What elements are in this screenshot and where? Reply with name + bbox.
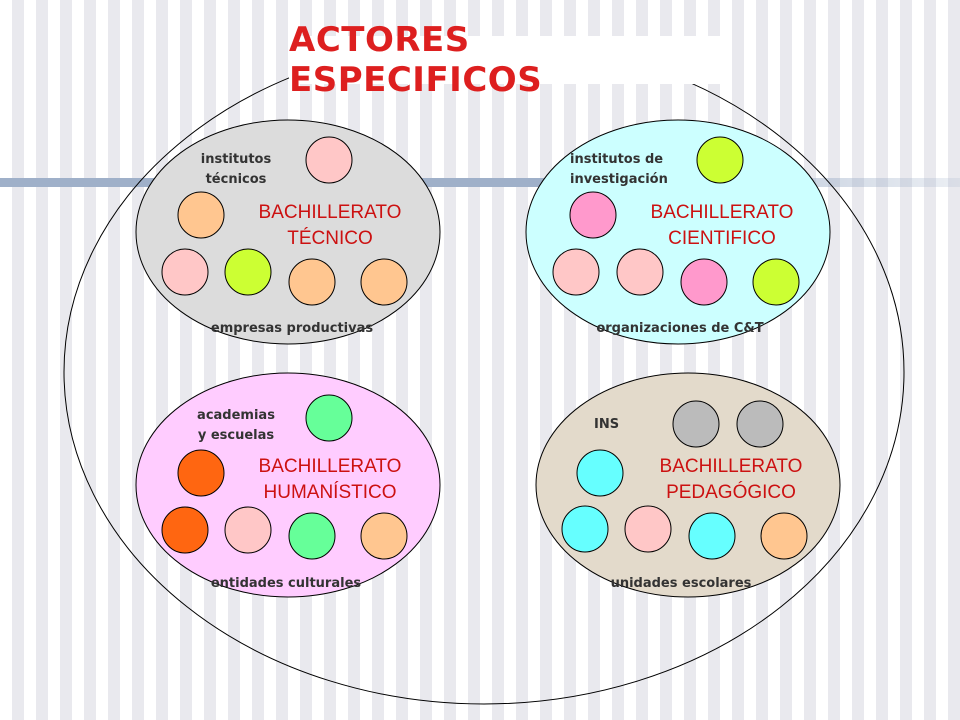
top-label-line1: academias <box>197 408 275 423</box>
actor-circle <box>161 248 209 296</box>
group-title-line1: BACHILLERATO <box>660 456 803 477</box>
group-title-line2: TÉCNICO <box>287 228 373 249</box>
bottom-label: unidades escolares <box>611 576 752 591</box>
group-humanistico: academias y escuelas BACHILLERATO HUMANÍ… <box>135 372 441 598</box>
top-label-line1: INS <box>594 417 619 432</box>
actor-circle <box>177 449 225 497</box>
actor-circle <box>672 400 720 448</box>
top-label-line1: institutos de <box>570 152 663 167</box>
outer-ellipse <box>63 39 905 705</box>
page-title: ACTORES ESPECIFICOS <box>289 20 543 100</box>
bottom-label: empresas productivas <box>211 321 374 336</box>
actor-circle <box>360 512 408 560</box>
top-label-line2: y escuelas <box>198 428 275 443</box>
decorative-header-bar <box>0 178 960 187</box>
top-label-line1: institutos <box>201 152 272 167</box>
top-label-line2: técnicos <box>206 172 267 187</box>
actor-circle <box>161 506 209 554</box>
actor-circle <box>305 136 353 184</box>
actor-circle <box>624 505 672 553</box>
actor-circle <box>576 449 624 497</box>
group-pedagogico: INS BACHILLERATO PEDAGÓGICO unidades esc… <box>535 372 841 598</box>
actor-circle <box>688 512 736 560</box>
actor-circle <box>680 258 728 306</box>
bottom-label: organizaciones de C&T <box>596 321 763 336</box>
actor-circle <box>616 248 664 296</box>
actor-circle <box>288 258 336 306</box>
top-label-line2: investigación <box>570 172 668 187</box>
actor-circle <box>696 136 744 184</box>
actor-circle <box>552 248 600 296</box>
actor-circle <box>177 191 225 239</box>
actor-circle <box>360 258 408 306</box>
actor-circle <box>288 512 336 560</box>
group-title-line1: BACHILLERATO <box>259 456 402 477</box>
group-title-line2: PEDAGÓGICO <box>666 481 796 503</box>
actor-circle <box>305 394 353 442</box>
bottom-label: entidades culturales <box>211 576 362 591</box>
actor-circle <box>736 400 784 448</box>
group-title-line1: BACHILLERATO <box>259 202 402 223</box>
group-title-line2: HUMANÍSTICO <box>264 482 397 503</box>
actor-circle <box>569 191 617 239</box>
actor-circle <box>224 506 272 554</box>
actor-circle <box>760 512 808 560</box>
actor-circle <box>224 248 272 296</box>
group-cientifico: institutos de investigación BACHILLERATO… <box>525 119 831 345</box>
title-box: ACTORES ESPECIFICOS <box>289 20 725 100</box>
group-title-line1: BACHILLERATO <box>651 202 794 223</box>
actor-circle <box>561 505 609 553</box>
actor-circle <box>752 258 800 306</box>
group-title-line2: CIENTIFICO <box>668 228 776 249</box>
group-tecnico: institutos técnicos BACHILLERATO TÉCNICO… <box>135 119 441 345</box>
